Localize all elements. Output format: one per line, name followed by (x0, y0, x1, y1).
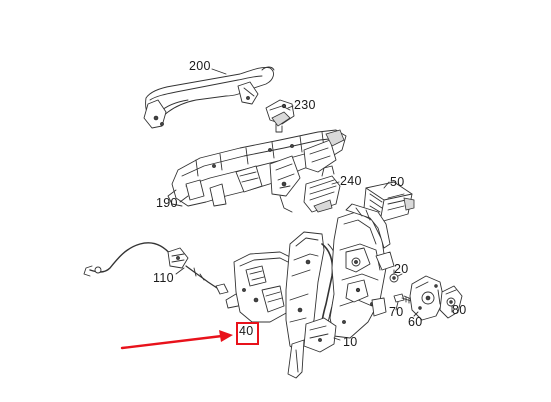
part-60-lever-plate (409, 275, 445, 321)
part-110-cable (83, 242, 229, 295)
label-240: 240 (340, 174, 362, 188)
part-10-door-lock (285, 203, 395, 379)
label-110: 110 (153, 271, 174, 285)
part-200-door-handle (143, 66, 275, 129)
label-200: 200 (189, 59, 211, 73)
highlight-arrow (120, 330, 233, 350)
label-70: 70 (389, 305, 404, 319)
part-190-handle-carrier (167, 129, 347, 213)
highlight-box-40 (236, 322, 259, 345)
part-40-carrier-plate (225, 251, 297, 323)
label-230: 230 (294, 98, 316, 112)
label-80: 80 (452, 303, 467, 317)
part-230-fastener (265, 99, 295, 133)
leader-lines (175, 68, 453, 341)
label-60: 60 (408, 315, 423, 329)
label-20: 20 (394, 262, 409, 276)
label-50: 50 (390, 175, 405, 189)
label-10: 10 (343, 335, 358, 349)
part-240-module (303, 165, 341, 213)
label-190: 190 (156, 196, 178, 210)
label-40[interactable]: 40 (239, 324, 254, 338)
part-80-lever (439, 285, 463, 319)
